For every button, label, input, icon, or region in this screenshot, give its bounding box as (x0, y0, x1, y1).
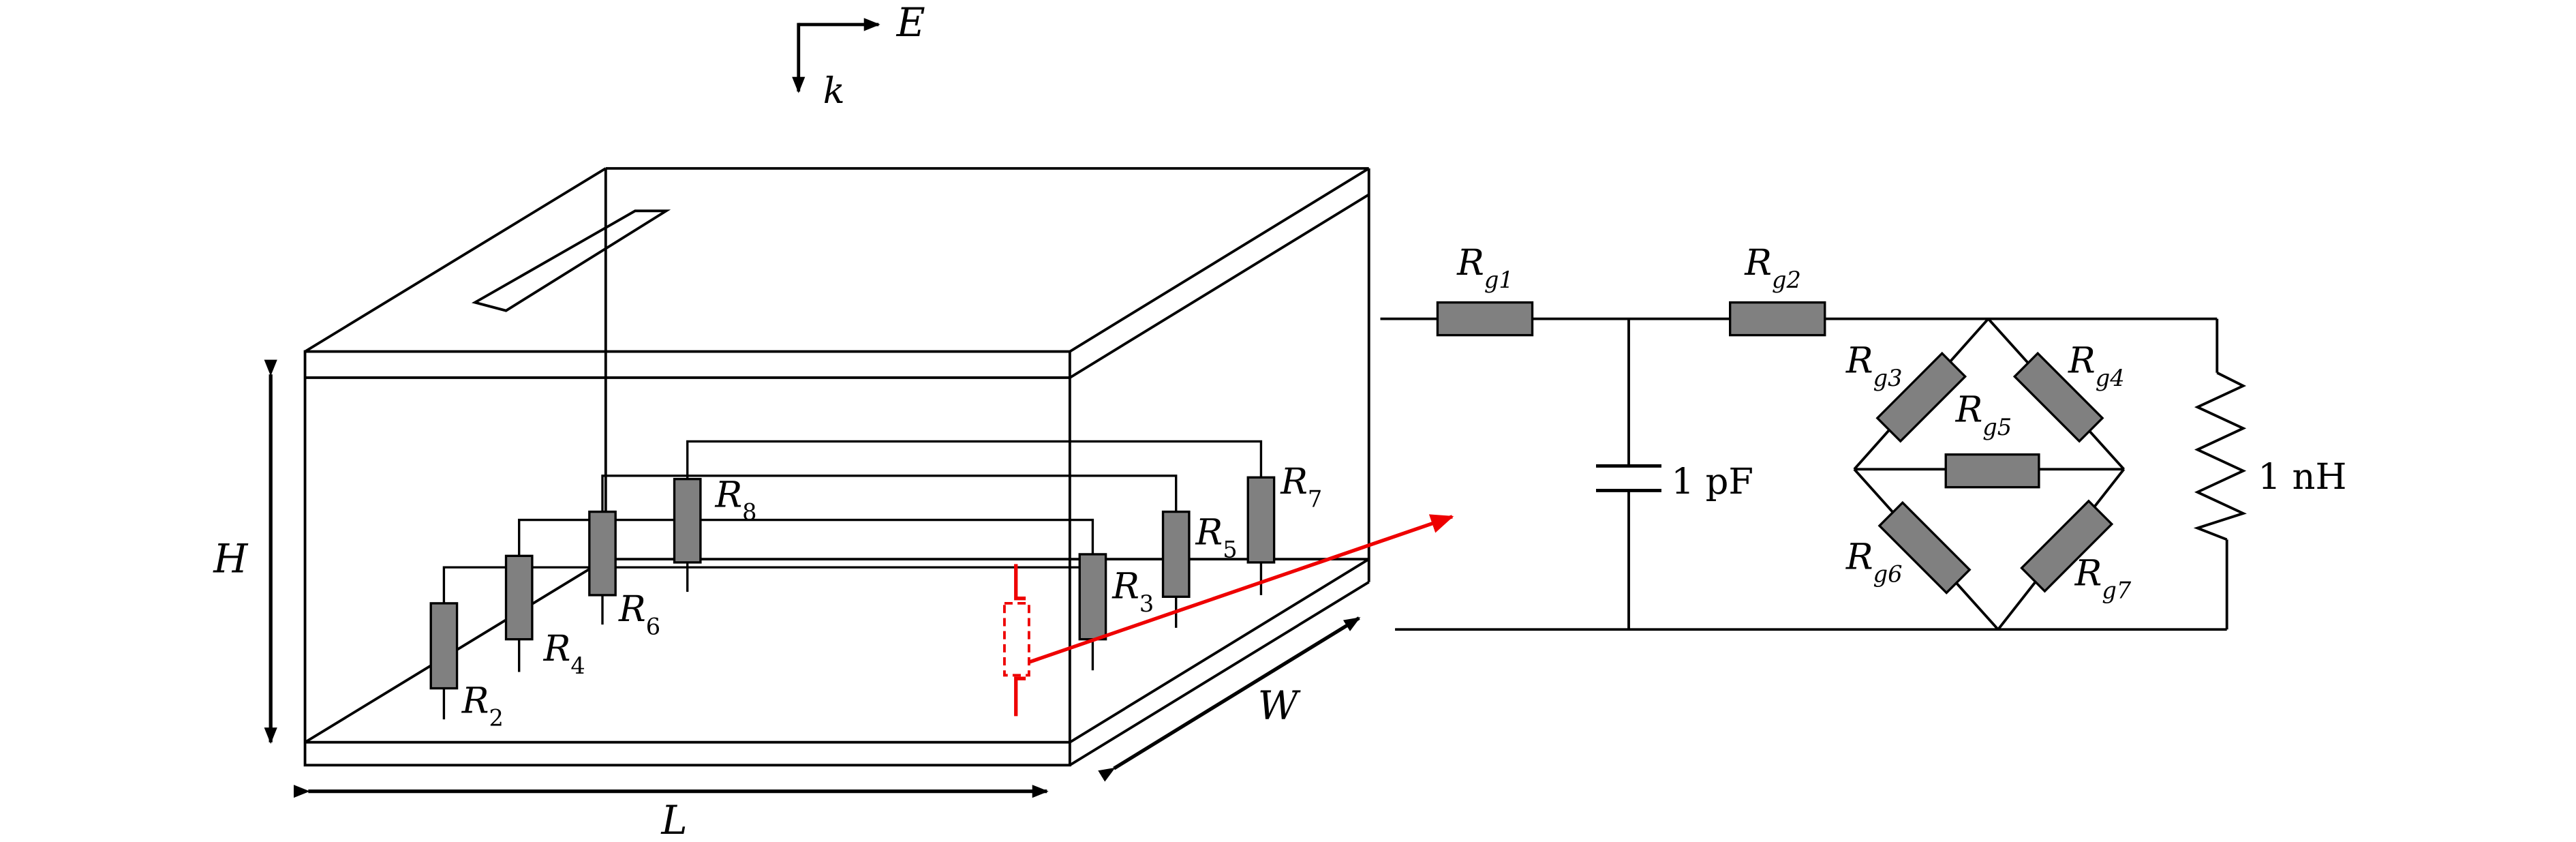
top-right-edge (1069, 167, 1370, 353)
highlight-top-lead (1014, 564, 1026, 601)
e-field-label: E (896, 0, 925, 46)
width-label: W (1258, 683, 1302, 729)
width-arrow (1098, 616, 1361, 782)
label-rg5: Rg5 (1955, 389, 2012, 440)
resistor-rg3 (1875, 351, 1967, 443)
resistor-rg2 (1728, 301, 1826, 337)
resistor-rg7 (2020, 499, 2114, 593)
resistor-r3 (1078, 553, 1107, 641)
slot-aperture (471, 209, 671, 312)
resistor-r7 (1246, 476, 1276, 564)
highlight-dashed-body (1003, 601, 1030, 677)
label-rg7: Rg7 (2074, 553, 2132, 604)
highlight-bottom-lead (1014, 676, 1026, 717)
resistor-rg1 (1436, 301, 1534, 337)
wire-r8-r7 (686, 440, 1263, 479)
k-vector-label: k (823, 70, 845, 112)
label-r6: R6 (618, 588, 660, 640)
resistor-r2 (429, 602, 459, 690)
inductor-label: 1 nH (2258, 456, 2346, 498)
label-r8: R8 (714, 474, 756, 525)
resistor-rg6 (1877, 500, 1972, 595)
wire-r4-r3 (518, 518, 1094, 556)
resistor-r8 (673, 477, 702, 564)
highlighted-element (1003, 564, 1030, 717)
direction-indicator (792, 18, 880, 93)
label-rg1: Rg1 (1456, 242, 1514, 293)
circuit-resistors (1436, 301, 2114, 595)
wire-r2-r3 (442, 554, 1094, 603)
capacitor-label: 1 pF (1671, 461, 1753, 502)
resistor-rg4 (2012, 351, 2104, 443)
label-rg2: Rg2 (1744, 242, 1801, 293)
resistor-rg5 (1944, 453, 2040, 489)
length-label: L (660, 798, 687, 842)
label-rg6: Rg6 (1845, 537, 1903, 588)
resistor-r5 (1161, 510, 1191, 598)
wire-r6-r5 (601, 475, 1178, 512)
label-r3: R3 (1111, 566, 1154, 617)
cavity-resistors (429, 476, 1276, 690)
label-r2: R2 (461, 680, 504, 732)
dimension-arrows (264, 359, 1361, 798)
label-rg3: Rg3 (1845, 340, 1903, 391)
resistor-r4 (504, 554, 534, 641)
height-label: H (213, 536, 249, 582)
cavity-box (303, 167, 1370, 767)
top-left-edge (304, 167, 607, 353)
right-lid-line (1069, 193, 1370, 379)
label-r5: R5 (1195, 512, 1238, 563)
label-r7: R7 (1280, 461, 1322, 512)
bottom-right-edge (1069, 581, 1370, 766)
circuit-labels: Rg1 Rg2 Rg3 Rg4 Rg5 Rg6 Rg7 1 pF 1 nH (1456, 242, 2346, 604)
inductor-zigzag (2193, 372, 2247, 541)
cavity-resistor-labels: R2 R4 R6 R8 R3 R5 R7 (461, 461, 1323, 732)
resistor-r6 (588, 510, 617, 597)
label-rg4: Rg4 (2068, 340, 2125, 391)
label-r4: R4 (543, 628, 585, 679)
